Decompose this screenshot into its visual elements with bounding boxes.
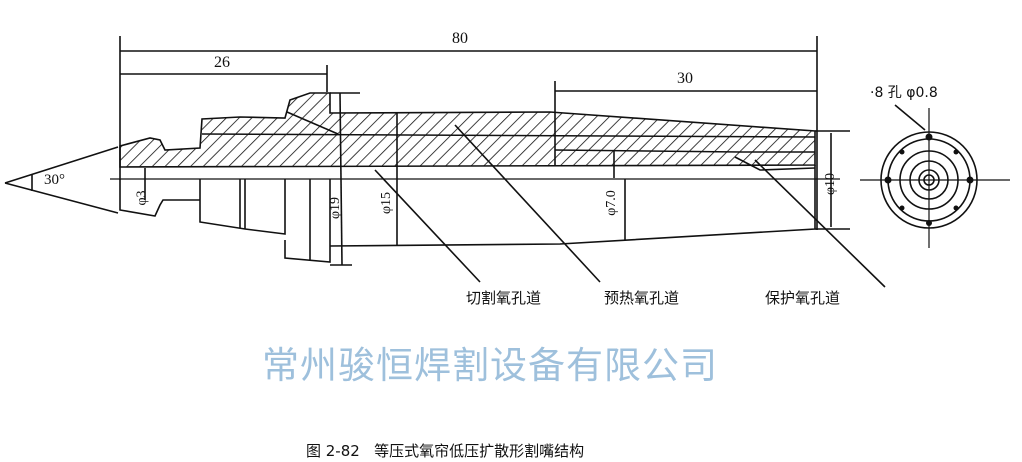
dim-angle: 30°	[44, 172, 65, 188]
callout-cutting-oxygen: 切割氧孔道	[466, 289, 542, 307]
dim-d19: φ19	[328, 196, 344, 220]
watermark: 常州骏恒焊割设备有限公司	[262, 344, 718, 387]
callout-preheat-oxygen: 预热氧孔道	[604, 289, 680, 307]
dim-d3: φ3	[134, 190, 150, 206]
dim-30: 30	[677, 70, 693, 87]
dim-d10: φ10	[823, 172, 839, 196]
dim-26: 26	[214, 54, 230, 71]
dim-80: 80	[452, 30, 468, 47]
dim-d7: φ7.0	[603, 190, 619, 216]
callout-shield-oxygen: 保护氧孔道	[765, 289, 841, 307]
end-view-note: ·8 孔 φ0.8	[870, 85, 938, 101]
dim-d15: φ15	[379, 191, 395, 215]
end-view-holes	[884, 133, 974, 226]
figure-caption: 图 2-82 等压式氧帘低压扩散形割嘴结构	[306, 442, 585, 460]
